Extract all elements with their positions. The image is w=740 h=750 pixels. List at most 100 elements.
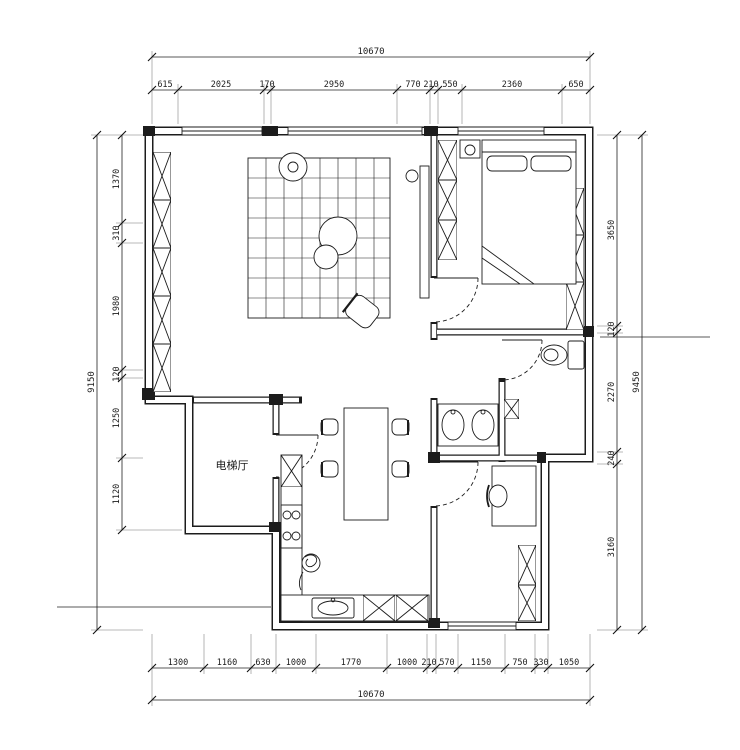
dim-label: 1370 bbox=[112, 169, 122, 189]
walls-white bbox=[146, 128, 592, 629]
column bbox=[269, 394, 283, 405]
dim-label: 120 bbox=[607, 321, 617, 336]
burner-icon bbox=[291, 531, 301, 541]
dim-label: 550 bbox=[442, 80, 457, 90]
dim-label: 750 bbox=[512, 658, 527, 668]
dim-bottom-overall: 10670 bbox=[357, 690, 384, 700]
dim-label: 310 bbox=[112, 225, 122, 240]
dim-right-overall: 9450 bbox=[632, 371, 642, 393]
dim-label: 330 bbox=[533, 658, 548, 668]
furniture-bedroom1 bbox=[438, 139, 584, 330]
dim-left-overall: 9150 bbox=[87, 371, 97, 393]
dim-top-overall: 10670 bbox=[357, 47, 384, 57]
tv-console bbox=[419, 165, 430, 299]
dim-label: 2950 bbox=[324, 80, 344, 90]
dim-label: 240 bbox=[607, 450, 617, 465]
dim-label: 1120 bbox=[112, 484, 122, 504]
furniture-bedroom2 bbox=[486, 465, 537, 621]
dim-label: 1300 bbox=[168, 658, 188, 668]
lamp-icon bbox=[464, 144, 476, 156]
side-table bbox=[313, 244, 339, 270]
dim-label: 615 bbox=[157, 80, 172, 90]
sink-bowl bbox=[317, 600, 349, 616]
column bbox=[269, 522, 283, 532]
cabinet-icon bbox=[281, 455, 302, 487]
cabinet-icon bbox=[153, 152, 171, 200]
pillow bbox=[530, 155, 572, 172]
dim-label: 650 bbox=[568, 80, 583, 90]
room-label-elevator-hall: 电梯厅 bbox=[216, 459, 249, 472]
plant-swirl bbox=[304, 554, 318, 568]
toilet-bowl-inner bbox=[543, 348, 559, 362]
desk-chair bbox=[488, 484, 508, 508]
column bbox=[143, 126, 155, 136]
pillow bbox=[486, 155, 528, 172]
dim-label: 2270 bbox=[607, 382, 617, 402]
plant-icon bbox=[278, 152, 308, 182]
plant-icon bbox=[301, 553, 321, 573]
toilet-tank bbox=[567, 340, 585, 370]
chair bbox=[391, 418, 410, 436]
nightstand bbox=[459, 139, 481, 159]
dim-label: 3160 bbox=[607, 537, 617, 557]
dining-table bbox=[343, 407, 389, 521]
dimensions-right: 9450 3650 120 2270 240 3160 bbox=[607, 220, 642, 557]
column bbox=[537, 452, 546, 463]
column bbox=[142, 388, 155, 400]
wardrobe-icon bbox=[518, 545, 536, 585]
faucet-icon bbox=[450, 409, 456, 415]
chair-back bbox=[486, 484, 490, 508]
dim-label: 120 bbox=[112, 366, 122, 381]
chair bbox=[320, 460, 339, 478]
column bbox=[262, 126, 278, 136]
appliance-icon bbox=[396, 595, 428, 621]
column bbox=[583, 326, 594, 337]
cabinet-icon bbox=[153, 344, 171, 392]
dimension-lines bbox=[96, 56, 643, 701]
appliance-icon bbox=[363, 595, 395, 621]
wardrobe-icon bbox=[518, 585, 536, 621]
dim-label: 3650 bbox=[607, 220, 617, 240]
plant-stem bbox=[298, 571, 304, 591]
faucet-icon bbox=[330, 597, 336, 603]
column bbox=[428, 618, 440, 628]
dim-label: 1160 bbox=[217, 658, 237, 668]
door-leaves bbox=[276, 277, 542, 463]
burner-icon bbox=[282, 531, 292, 541]
wardrobe-icon bbox=[438, 180, 457, 220]
cabinet-icon bbox=[153, 200, 171, 248]
stove bbox=[280, 504, 303, 549]
dim-label: 1000 bbox=[286, 658, 306, 668]
dim-label: 1000 bbox=[397, 658, 417, 668]
dim-label: 2360 bbox=[502, 80, 522, 90]
wardrobe-icon bbox=[438, 220, 457, 260]
toilet-bowl bbox=[540, 344, 568, 366]
column bbox=[428, 452, 440, 463]
dim-label: 770 bbox=[405, 80, 420, 90]
speaker-icon bbox=[405, 169, 419, 183]
cabinet-icon bbox=[153, 248, 171, 296]
furniture-bathroom bbox=[437, 340, 585, 447]
vanity-counter bbox=[437, 403, 499, 447]
chair bbox=[391, 460, 410, 478]
dimension-ticks bbox=[92, 52, 647, 705]
dim-label: 170 bbox=[259, 80, 274, 90]
plant-center-icon bbox=[287, 161, 299, 173]
dim-label: 630 bbox=[255, 658, 270, 668]
leader-lines bbox=[57, 336, 710, 608]
dim-label: 1250 bbox=[112, 408, 122, 428]
dimension-extension-lines bbox=[91, 51, 648, 706]
wardrobe-icon bbox=[438, 140, 457, 180]
dim-label: 210 bbox=[421, 658, 436, 668]
blanket-fold bbox=[481, 245, 535, 285]
structural-columns bbox=[142, 126, 594, 628]
chair bbox=[320, 418, 339, 436]
dimensions-bottom: 10670 1300 1160 630 1000 1770 1000 210 5… bbox=[168, 658, 579, 700]
dim-label: 570 bbox=[439, 658, 454, 668]
burner-icon bbox=[282, 510, 292, 520]
dim-label: 1770 bbox=[341, 658, 361, 668]
wardrobe-icon bbox=[566, 282, 584, 330]
door-swings bbox=[275, 277, 543, 507]
